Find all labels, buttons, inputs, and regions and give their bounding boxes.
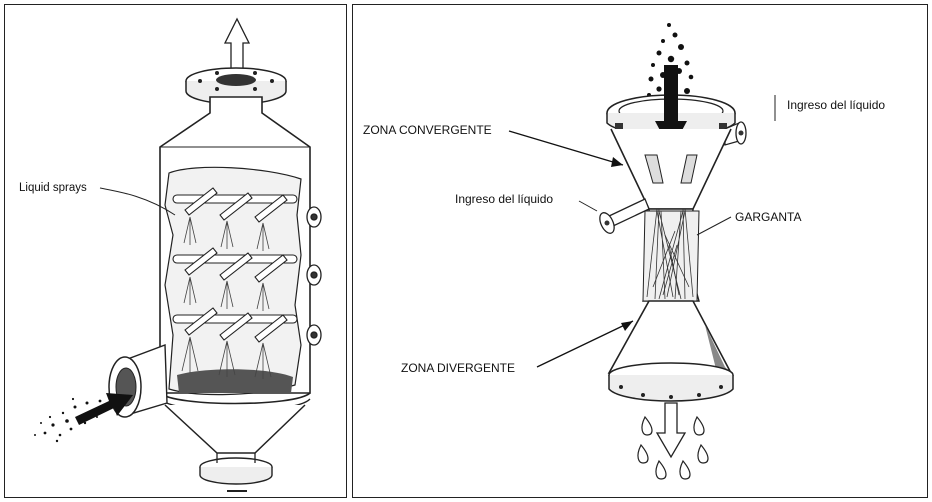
vessel-body (160, 97, 310, 491)
throat-section (643, 209, 699, 301)
zona-convergente-arrowhead (611, 157, 623, 167)
dust-particles (34, 398, 101, 442)
ingreso-left-leader (579, 201, 597, 211)
outlet-flange (609, 363, 733, 401)
zona-convergente-label: ZONA CONVERGENTE (363, 123, 492, 137)
outlet-arrow-icon (657, 403, 685, 457)
spray-tower-diagram: Liquid sprays (5, 5, 347, 498)
left-liquid-inlet (597, 199, 649, 236)
garganta-leader (697, 217, 731, 235)
ingreso-liquido-left-label: Ingreso del líquido (455, 192, 553, 206)
gas-outlet-arrow (225, 19, 249, 73)
ingreso-liquido-right-label: Ingreso del líquido (787, 98, 885, 112)
zona-convergente-leader (509, 131, 623, 165)
zona-divergente-arrowhead (621, 321, 633, 331)
converging-section (611, 129, 731, 209)
liquid-sprays-label: Liquid sprays (19, 182, 87, 194)
venturi-panel: ZONA CONVERGENTE Ingreso del líquido Ing… (352, 4, 928, 498)
diverging-section (609, 301, 731, 373)
spray-tower-panel: Liquid sprays (4, 4, 347, 498)
garganta-label: GARGANTA (735, 210, 801, 224)
zona-divergente-label: ZONA DIVERGENTE (401, 361, 515, 375)
venturi-diagram: ZONA CONVERGENTE Ingreso del líquido Ing… (353, 5, 928, 498)
